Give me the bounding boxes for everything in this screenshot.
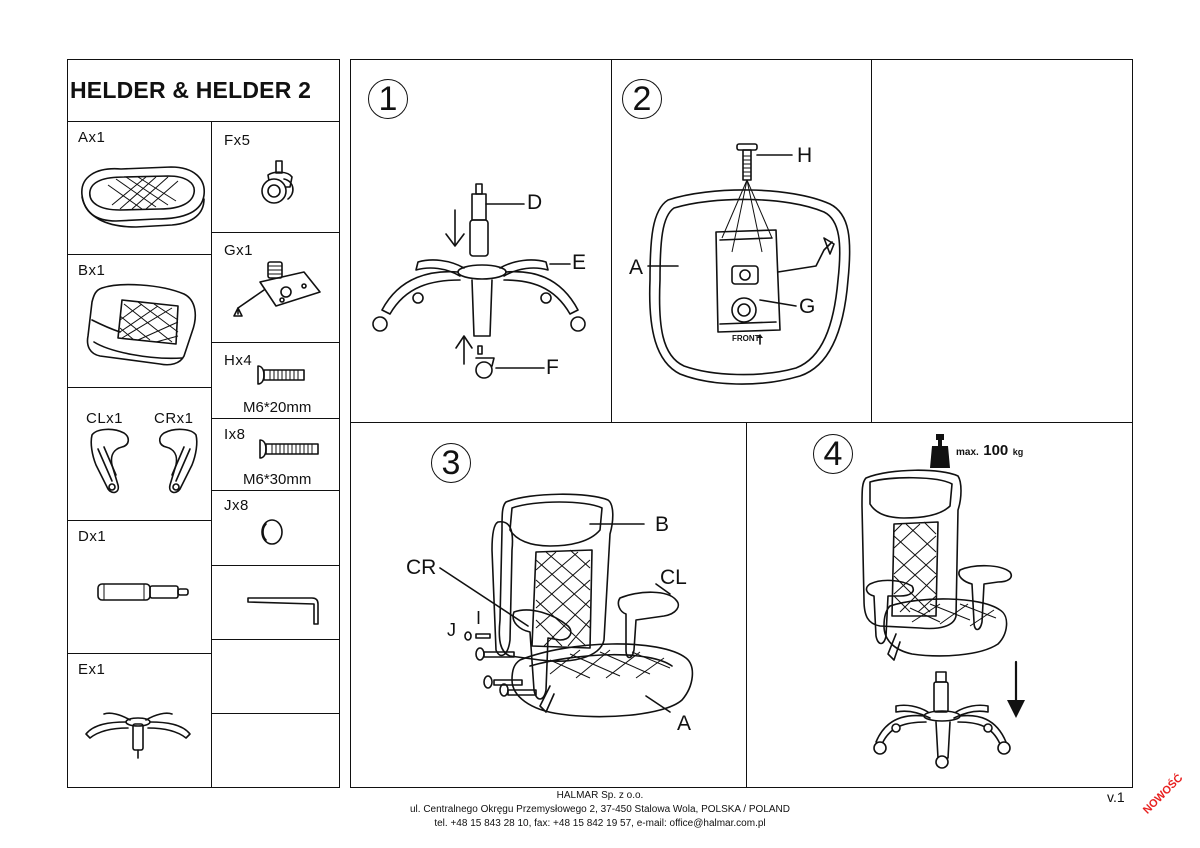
backrest-illustration [86,283,197,366]
product-title: HELDER & HELDER 2 [70,77,312,103]
table-title-divider [67,121,340,122]
assembly-frame [350,59,1133,788]
callout-f: F [546,356,559,379]
step3-backrest-armrest-illustration [439,493,694,718]
callout-a-step3: A [677,712,692,735]
step-number-1: 1 [368,79,408,119]
plate-front-marking: FRONT [732,334,760,343]
part-label-b: Bx1 [78,262,106,279]
callout-g: G [799,295,816,318]
callout-j: J [447,620,456,640]
gas-lift-illustration [97,583,189,601]
part-label-e: Ex1 [78,661,106,678]
caster-illustration [261,160,294,204]
part-label-a: Ax1 [78,129,106,146]
bolt-m6x30-illustration [259,439,319,459]
footer-address: ul. Centralnego Okręgu Przemysłowego 2, … [409,804,790,815]
step-number-4: 4 [813,434,853,474]
callout-d: D [527,191,543,214]
bolt-m6x20-illustration [257,365,305,385]
allen-key-illustration [247,597,319,625]
max-load-label: max. 100 kg [956,442,1023,460]
parts-table [67,59,340,788]
footer-company: HALMAR Sp. z o.o. [556,790,644,801]
press-down-arrow-icon [1007,660,1025,718]
part-label-f: Fx5 [224,132,251,149]
step2-seat-mechanism-illustration [647,143,851,385]
step-number-3: 3 [431,443,471,483]
new-badge: NOWOŚĆ [1141,772,1186,817]
part-label-d: Dx1 [78,528,107,545]
part-label-cr: CRx1 [154,410,194,427]
max-load-value: 100 [983,442,1009,459]
callout-h: H [797,144,813,167]
callout-i: I [476,608,482,628]
seat-cushion-illustration [81,166,205,228]
frame-row-divider [350,422,1133,423]
version-label: v.1 [1107,789,1125,805]
table-column-divider [211,121,212,788]
step1-base-assembly-illustration [372,183,586,379]
armrests-illustration [90,428,198,494]
part-label-j: Jx8 [224,497,249,514]
callout-e: E [572,251,587,274]
part-label-h: Hx4 [224,352,253,369]
callout-b: B [655,513,670,536]
max-load-prefix: max. [956,447,979,458]
footer-contact: tel. +48 15 843 28 10, fax: +48 15 842 1… [434,818,766,829]
part-spec-h: M6*20mm [243,399,312,416]
callout-a-step2: A [629,256,644,279]
step-number-2: 2 [622,79,662,119]
callout-cr: CR [406,556,437,579]
part-spec-i: M6*30mm [243,471,312,488]
mechanism-plate-illustration [233,261,321,317]
max-load-unit: kg [1012,447,1024,457]
part-label-g: Gx1 [224,242,254,259]
cap-illustration [261,519,283,545]
step4-full-chair-illustration [861,469,1013,769]
part-label-cl: CLx1 [86,410,124,427]
weight-icon [930,434,950,468]
star-base-illustration [85,712,191,759]
callout-cl: CL [660,566,687,589]
part-label-i: Ix8 [224,426,246,443]
